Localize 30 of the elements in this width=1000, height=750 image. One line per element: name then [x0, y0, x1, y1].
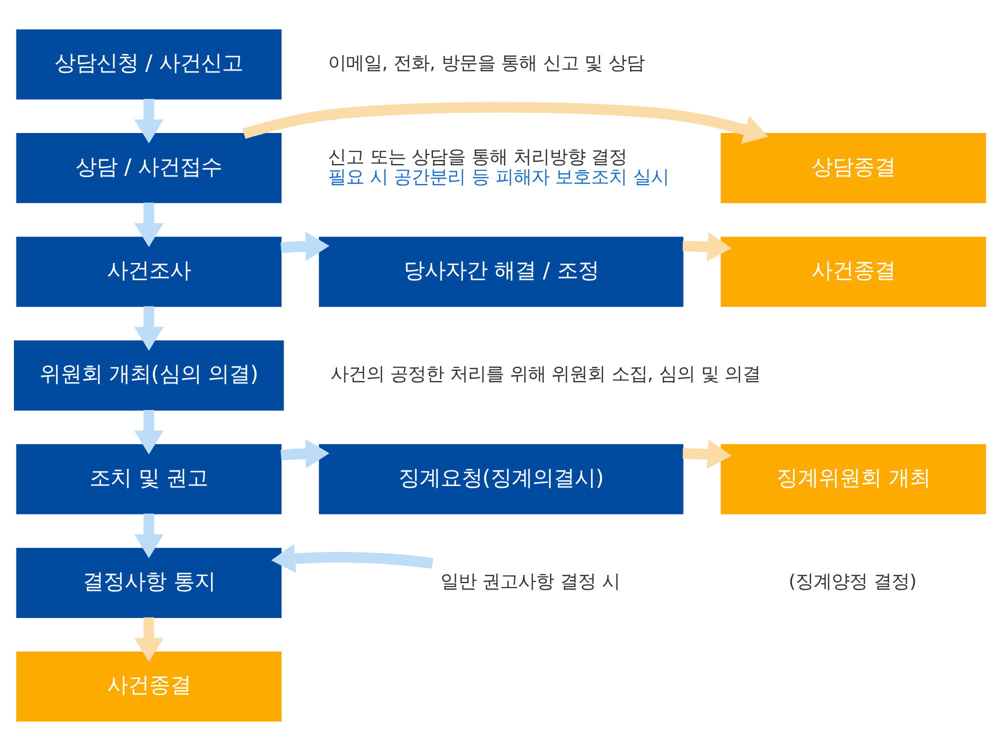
- arrow: [280, 438, 330, 468]
- node-box: 사건종결: [720, 236, 986, 306]
- node-box: 조치 및 권고: [16, 444, 282, 514]
- node-label: 사건의 공정한 처리를 위해 위원회 소집, 심의 및 의결: [330, 364, 761, 385]
- node-box: 위원회 개최(심의 의결): [14, 340, 284, 410]
- arrow: [682, 439, 732, 468]
- arrow: [280, 231, 330, 260]
- arrow: [134, 306, 164, 350]
- arrow: [134, 98, 164, 143]
- node-box: 결정사항 통지: [16, 547, 282, 618]
- node-label: (징계양정 결정): [788, 571, 917, 592]
- node-box: 당사자간 해결 / 조정: [318, 236, 684, 306]
- arrow: [271, 543, 434, 573]
- node-box: 사건조사: [16, 236, 282, 306]
- node-label: 신고 또는 상담을 통해 처리방향 결정: [328, 146, 628, 168]
- node-label: 이메일, 전화, 방문을 통해 신고 및 상담: [328, 52, 645, 74]
- arrow: [134, 409, 164, 454]
- node-box: 징계위원회 개최: [720, 444, 986, 514]
- node-label: 필요 시 공간분리 등 피해자 보호조치 실시: [328, 166, 669, 188]
- node-text: 일반 권고사항 결정 시: [440, 571, 620, 592]
- arrow: [134, 616, 164, 662]
- arrow: [242, 101, 768, 144]
- node-box: 상담신청 / 사건신고: [16, 28, 282, 99]
- arrow: [134, 513, 164, 558]
- arrow: [682, 232, 732, 261]
- node-box: 상담종결: [720, 132, 986, 203]
- node-box: 상담 / 사건접수: [16, 132, 282, 203]
- node-box: 징계요청(징계의결시): [318, 444, 684, 514]
- node-box: 사건종결: [16, 651, 282, 722]
- arrow: [134, 202, 164, 247]
